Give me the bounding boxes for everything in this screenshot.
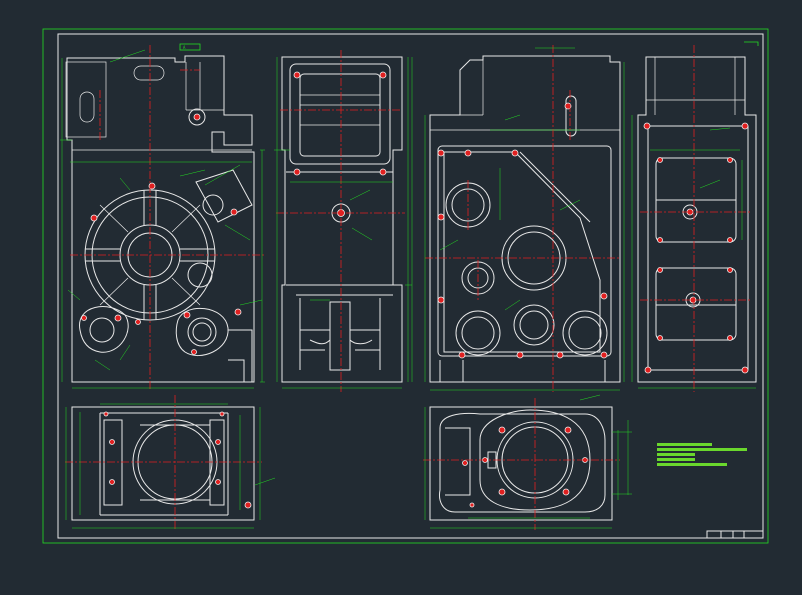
view-bottom-left [65, 395, 276, 530]
outer-sheet-border [42, 28, 769, 544]
svg-text:A: A [183, 45, 186, 50]
view-far-right [631, 45, 757, 392]
technical-notes-block [657, 443, 747, 466]
datum-tag [179, 43, 201, 51]
inner-sheet-border [57, 33, 764, 539]
revision-tag [744, 41, 759, 46]
view-side [274, 50, 412, 392]
view-front-right [411, 45, 625, 392]
view-bottom-right [423, 394, 632, 530]
view-front-left: A [60, 43, 265, 390]
title-block [706, 530, 764, 539]
